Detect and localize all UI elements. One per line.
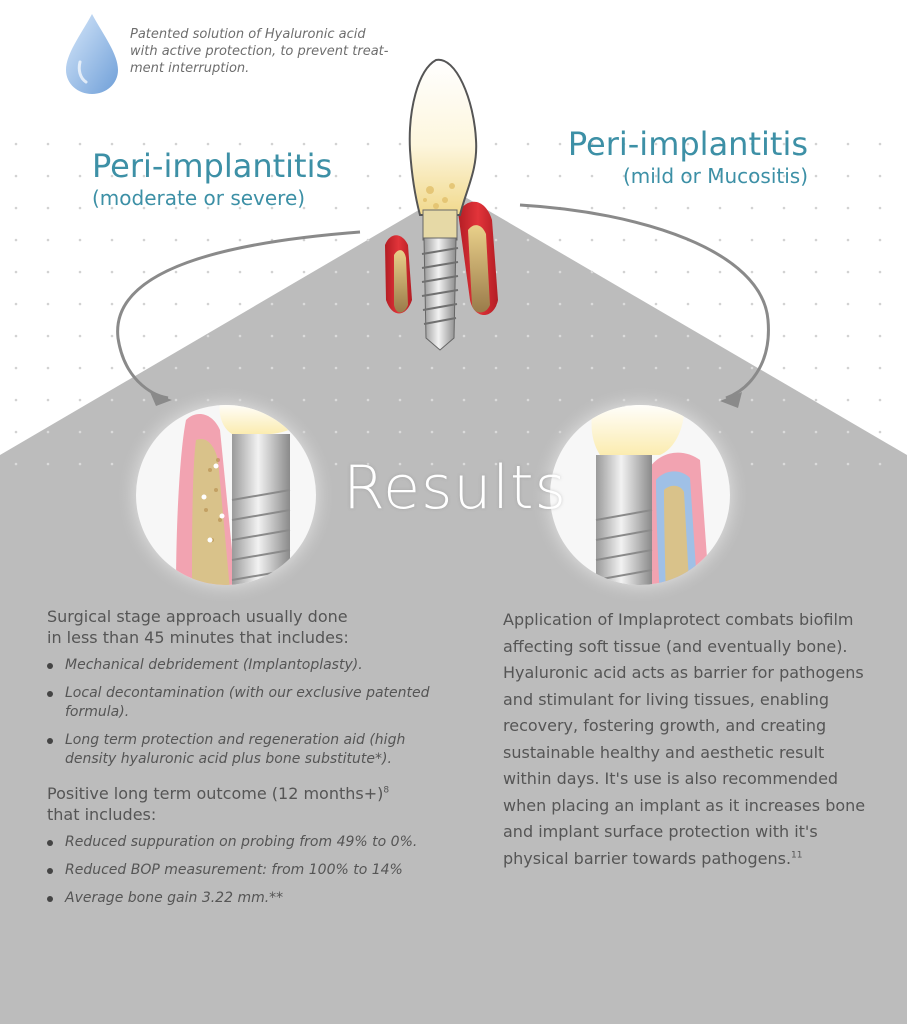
tooth-implant-icon	[385, 58, 498, 351]
footnote-ref: 8	[383, 785, 390, 796]
right-title-sub: (mild or Mucositis)	[622, 164, 808, 188]
arrow-right-head	[720, 392, 742, 408]
drop-caption-line: Patented solution of Hyaluronic acid	[130, 27, 366, 42]
result-circle-right	[530, 385, 750, 605]
footnote-ref: 11	[791, 850, 803, 861]
drop-caption-line: ment interruption.	[130, 61, 250, 76]
arrow-left-curve	[116, 230, 361, 400]
outcome-text: Positive long term outcome (12 months+)	[47, 784, 384, 803]
left-title-main: Peri-implantitis	[92, 147, 333, 185]
list-item: Reduced suppuration on probing from 49% …	[47, 833, 437, 852]
right-title: Peri-implantitis (mild or Mucositis)	[548, 124, 808, 188]
right-paragraph: Application of Implaprotect combats biof…	[503, 607, 873, 872]
list-item: Average bone gain 3.22 mm.**	[47, 889, 437, 908]
left-intro-2: Positive long term outcome (12 months+)8…	[47, 783, 437, 825]
list-item: Local decontamination (with our exclusiv…	[47, 684, 437, 722]
water-drop-icon	[66, 14, 118, 94]
list-item: Reduced BOP measurement: from 100% to 14…	[47, 861, 437, 880]
bullet-list-2: Reduced suppuration on probing from 49% …	[47, 833, 437, 908]
result-circle-left	[116, 385, 336, 605]
left-title: Peri-implantitis (moderate or severe)	[92, 146, 352, 210]
arrow-right-curve	[519, 203, 770, 400]
left-intro-line: that includes:	[47, 805, 157, 824]
left-intro-1: Surgical stage approach usually done in …	[47, 606, 437, 648]
drop-caption-line: with active protection, to prevent treat…	[130, 44, 389, 59]
right-paragraph-text: Application of Implaprotect combats biof…	[503, 610, 866, 868]
left-intro-line: Surgical stage approach usually done	[47, 607, 348, 626]
drop-caption: Patented solution of Hyaluronic acid wit…	[130, 26, 410, 77]
results-heading: Results	[343, 453, 567, 523]
bullet-list-1: Mechanical debridement (Implantoplasty).…	[47, 656, 437, 769]
left-text-column: Surgical stage approach usually done in …	[47, 606, 437, 922]
list-item: Long term protection and regeneration ai…	[47, 731, 437, 769]
arrow-left-head	[150, 392, 172, 406]
right-title-main: Peri-implantitis	[567, 125, 808, 163]
list-item: Mechanical debridement (Implantoplasty).	[47, 656, 437, 675]
left-intro-line: Positive long term outcome (12 months+)8	[47, 783, 437, 804]
left-title-sub: (moderate or severe)	[92, 186, 306, 210]
left-intro-line: in less than 45 minutes that includes:	[47, 628, 349, 647]
right-text-column: Application of Implaprotect combats biof…	[503, 607, 873, 872]
